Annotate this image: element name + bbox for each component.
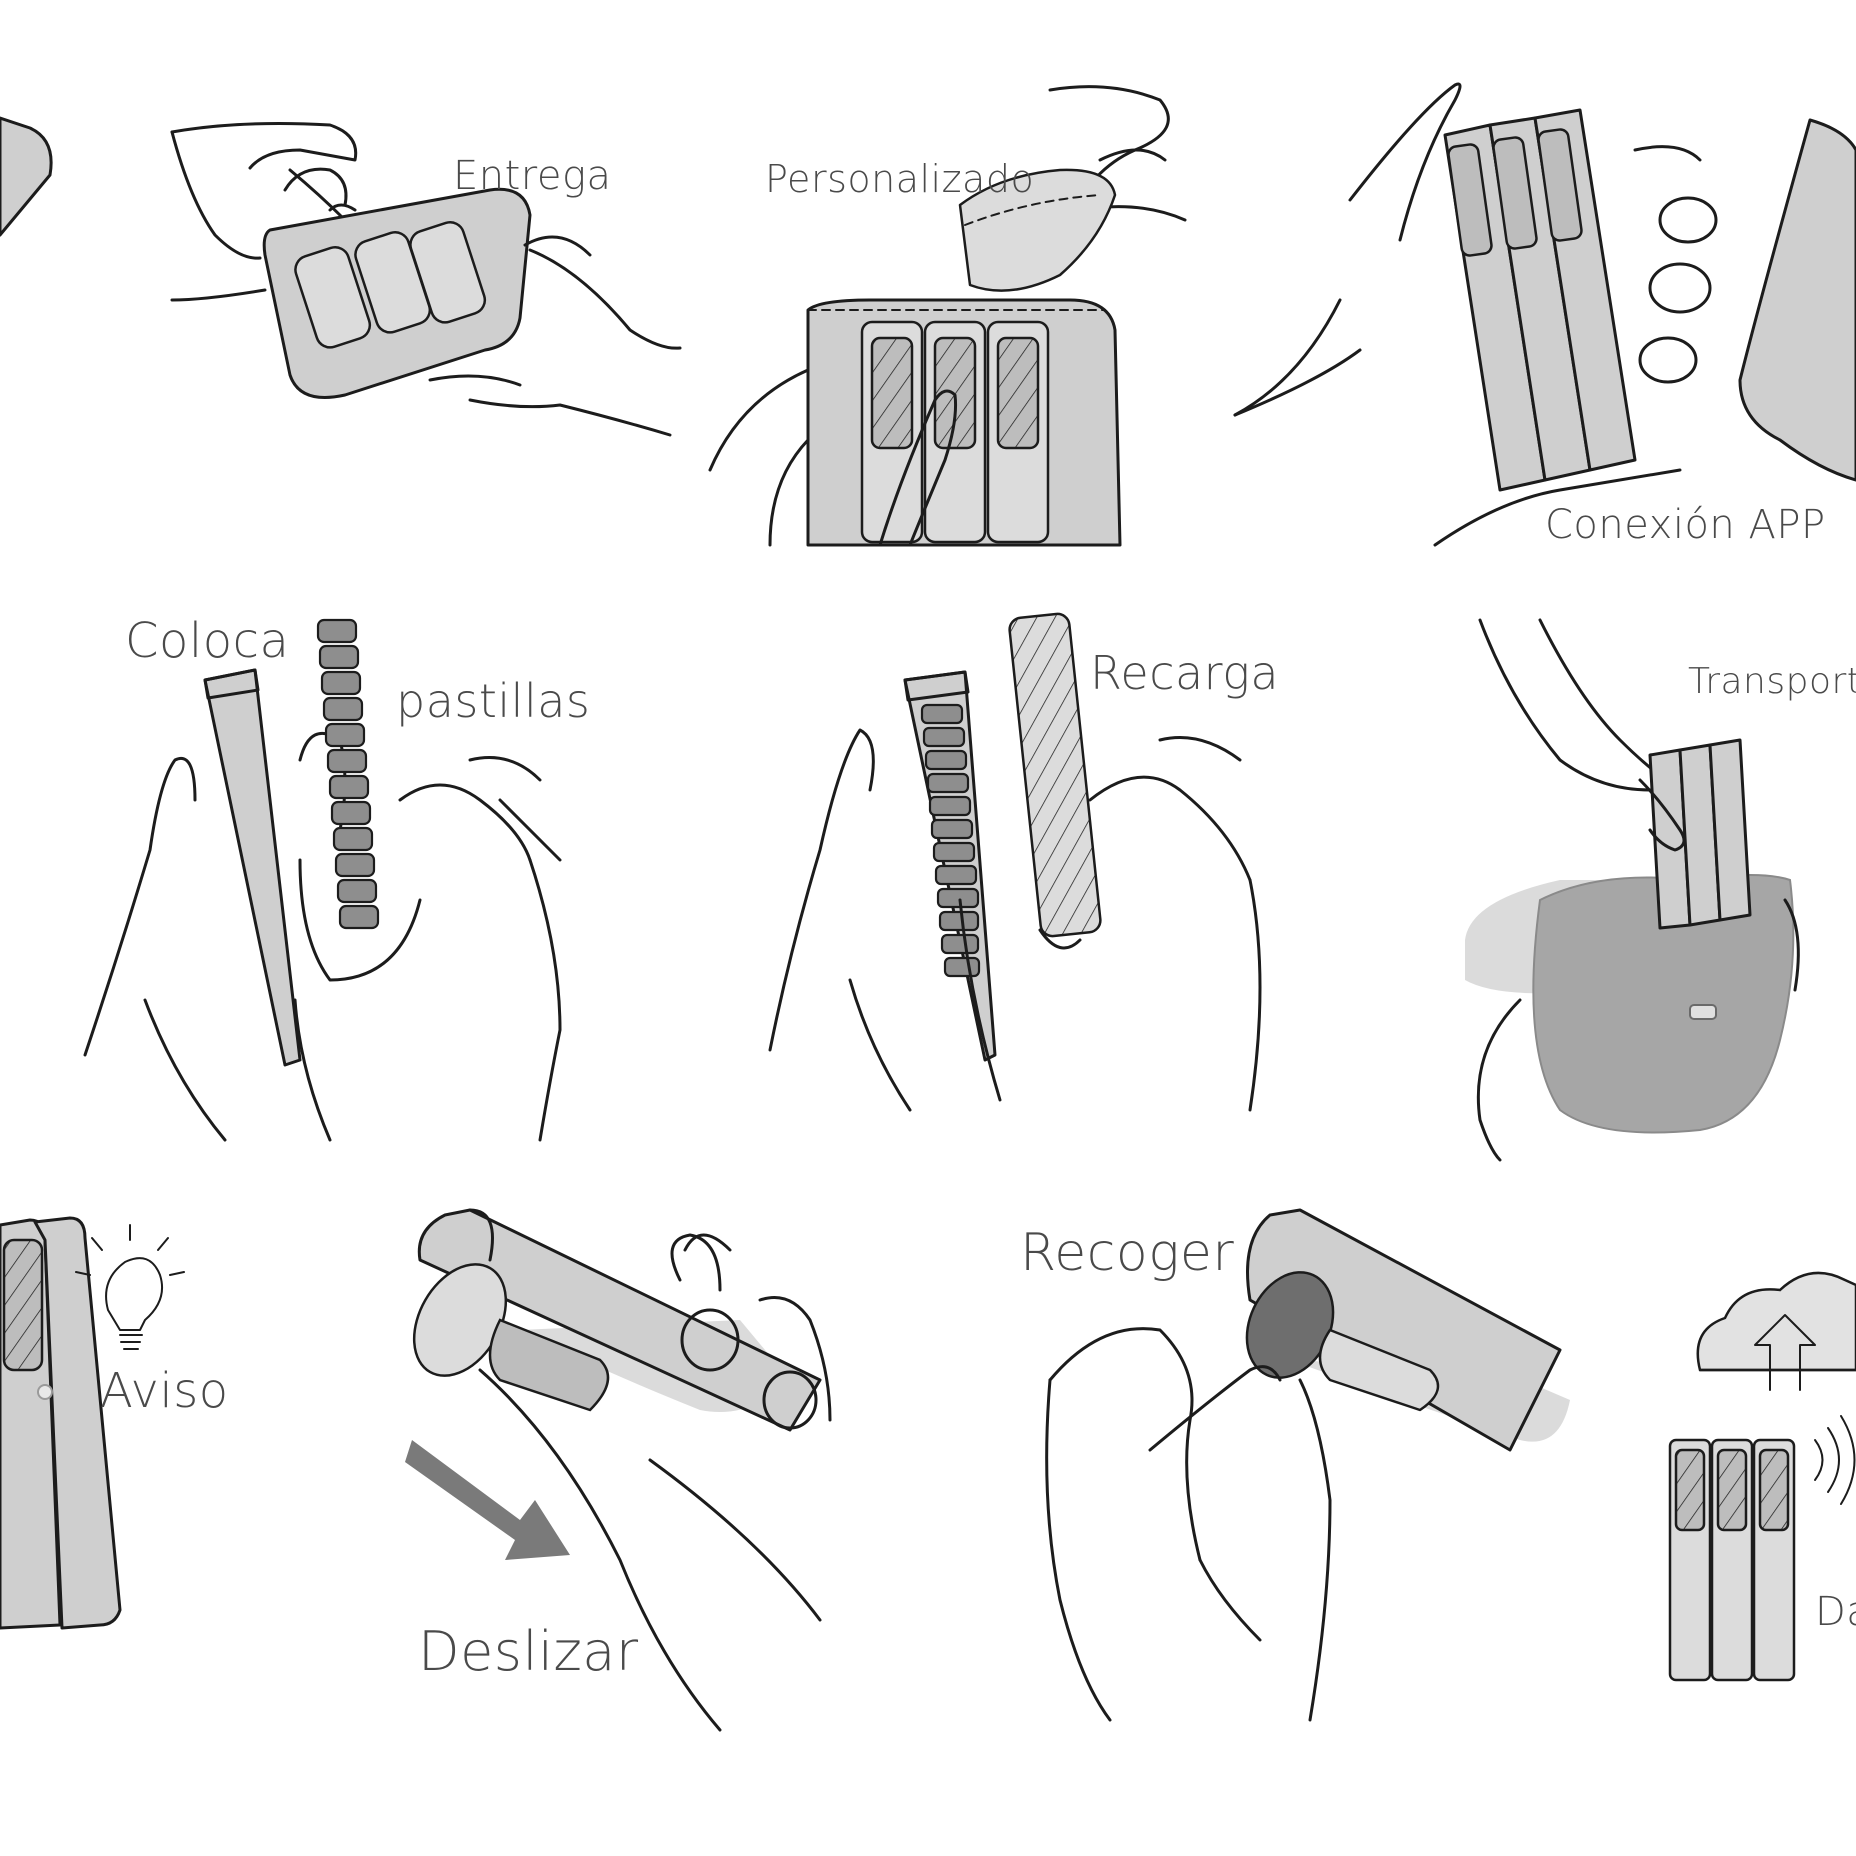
- label-recoger: Recoger: [1020, 1223, 1235, 1283]
- label-transporta: Transporta: [1688, 661, 1856, 702]
- label-da: Da: [1815, 1589, 1856, 1635]
- label-conexion-app: Conexión APP: [1545, 502, 1826, 548]
- label-coloca: Coloca: [125, 613, 290, 669]
- panel-entrega: [170, 122, 682, 437]
- label-deslizar: Deslizar: [418, 1620, 639, 1683]
- arrow-icon: [405, 1440, 570, 1560]
- pill-stack: [316, 618, 380, 930]
- phone-edge-left: [0, 116, 53, 237]
- pill-column: [920, 703, 981, 978]
- panel-recoger: [1045, 1208, 1570, 1722]
- panel-conexion-app: [1233, 82, 1856, 547]
- label-entrega: Entrega: [453, 153, 612, 199]
- lightbulb-icon: [75, 1224, 185, 1350]
- panel-recarga: [768, 612, 1262, 1112]
- panel-personalizado: [708, 85, 1187, 547]
- label-recarga: Recarga: [1090, 646, 1280, 700]
- panel-aviso: [0, 1216, 185, 1630]
- label-pastillas: pastillas: [396, 674, 591, 728]
- panel-deslizar: [405, 1208, 832, 1732]
- wireless-signal-icon: [1814, 1415, 1856, 1505]
- label-aviso: Aviso: [100, 1363, 229, 1419]
- panel-coloca-pastillas: [83, 618, 562, 1142]
- label-personalizado: Personalizado: [765, 157, 1035, 201]
- panel-transporta: [1465, 618, 1800, 1162]
- panel-da: [1668, 1271, 1856, 1682]
- cloud-upload-icon: [1696, 1271, 1856, 1391]
